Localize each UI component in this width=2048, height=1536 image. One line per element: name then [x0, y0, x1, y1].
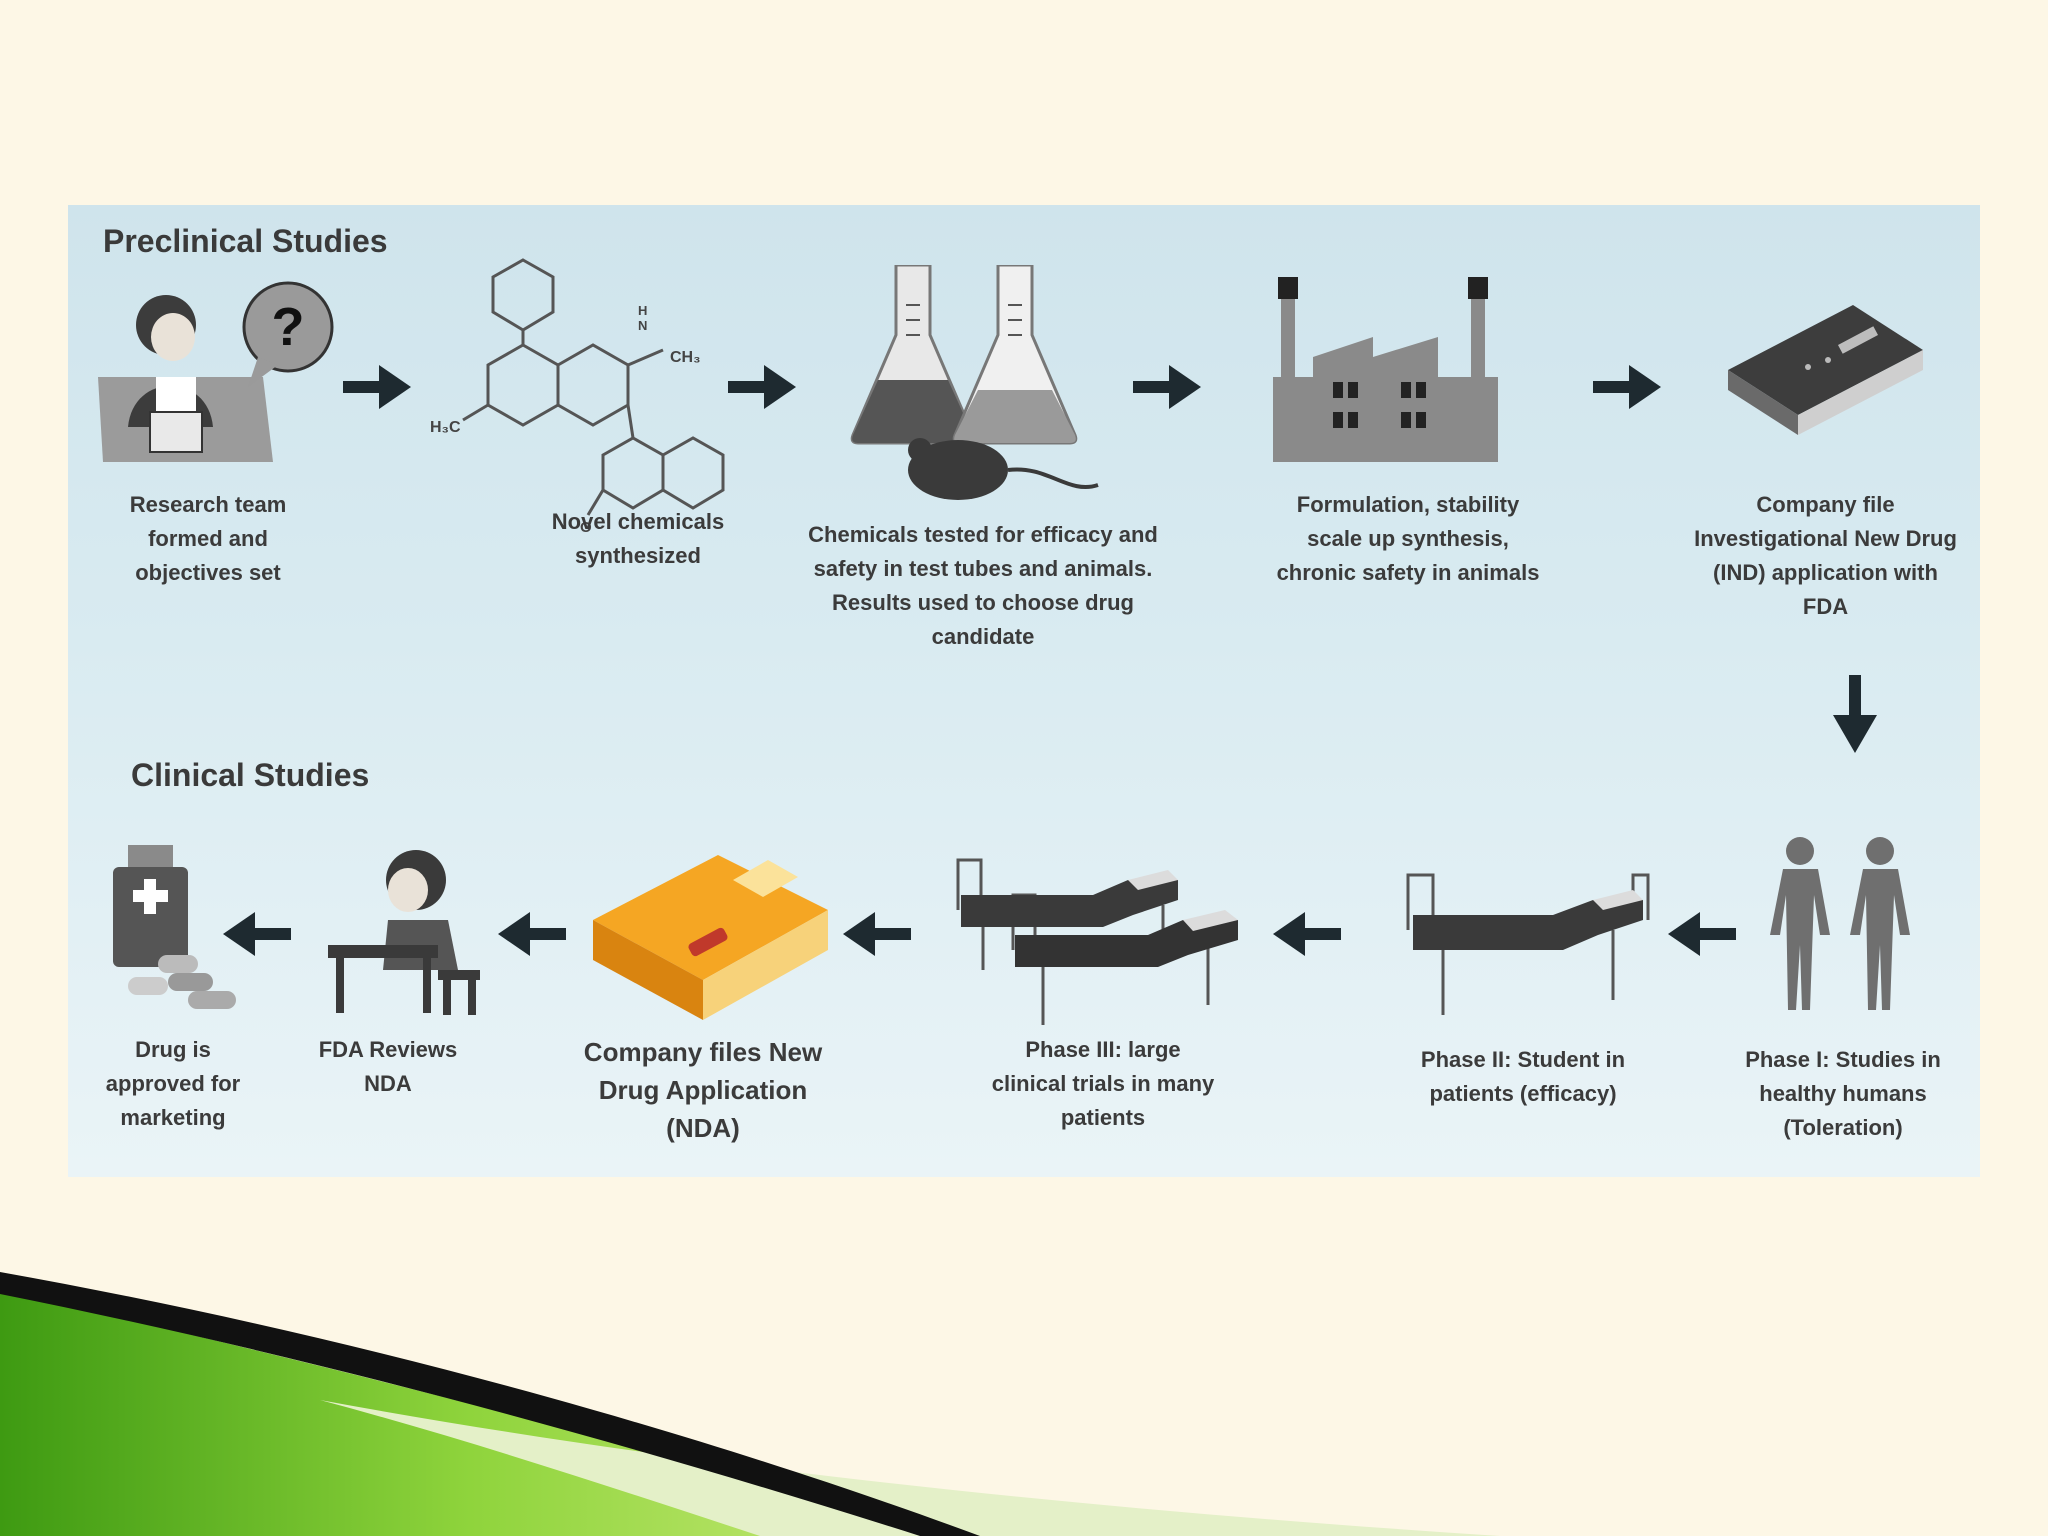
- researcher-question-icon: ?: [98, 281, 334, 462]
- arrow-right-icon: [728, 365, 796, 409]
- arrow-left-icon: [843, 912, 911, 956]
- arrow-down-icon: [1833, 675, 1877, 753]
- chem-label-n: N: [638, 318, 647, 333]
- drug-development-diagram: Preclinical Studies Clinical Studies ? R…: [68, 205, 1980, 1177]
- hospital-beds-icon: [956, 858, 1238, 1025]
- step-caption: Phase II: Student in patients (efficacy): [1420, 1047, 1626, 1106]
- document-book-icon: [1728, 305, 1923, 435]
- arrow-left-icon: [498, 912, 566, 956]
- arrow-left-icon: [1273, 912, 1341, 956]
- step-caption: FDA Reviews NDA: [318, 1037, 458, 1096]
- medicine-bottle-icon: [113, 845, 236, 1009]
- hospital-bed-icon: [1406, 873, 1650, 1015]
- arrow-right-icon: [1593, 365, 1661, 409]
- fda-reviewer-icon: [328, 850, 480, 1015]
- chem-label-ch3: CH₃: [670, 349, 701, 366]
- step-caption: Novel chemicals synthesized: [551, 509, 725, 568]
- human-figures-icon: [1770, 837, 1910, 1010]
- step-caption: Research team formed and objectives set: [129, 492, 287, 585]
- black-swoosh: [0, 1272, 980, 1536]
- clinical-title: Clinical Studies: [131, 757, 370, 793]
- arrow-left-icon: [223, 912, 291, 956]
- chem-label-h: H: [638, 303, 647, 318]
- flasks-and-mouse-icon: [850, 265, 1099, 500]
- arrow-right-icon: [1133, 365, 1201, 409]
- step-caption: Formulation, stability scale up synthesi…: [1276, 492, 1540, 585]
- svg-text:?: ?: [272, 297, 305, 357]
- step-caption: Phase III: large clinical trials in many…: [991, 1037, 1215, 1130]
- chem-label-o: O: [580, 519, 592, 536]
- chemical-structure-icon: H₃C CH₃ N H O: [430, 258, 725, 536]
- arrow-right-icon: [343, 365, 411, 409]
- application-folder-icon: [593, 855, 828, 1020]
- arrow-left-icon: [1668, 912, 1736, 956]
- chem-label-h3c: H₃C: [430, 419, 461, 436]
- step-caption: Company file Investigational New Drug (I…: [1694, 492, 1957, 619]
- step-caption: Drug is approved for marketing: [105, 1037, 241, 1130]
- preclinical-title: Preclinical Studies: [103, 223, 388, 259]
- step-caption: Company files New Drug Application (NDA): [583, 1037, 823, 1143]
- step-caption: Chemicals tested for efficacy and safety…: [808, 522, 1158, 649]
- step-caption: Phase I: Studies in healthy humans (Tole…: [1745, 1047, 1941, 1140]
- factory-icon: [1273, 277, 1498, 462]
- light-green-swoosh: [320, 1400, 1500, 1536]
